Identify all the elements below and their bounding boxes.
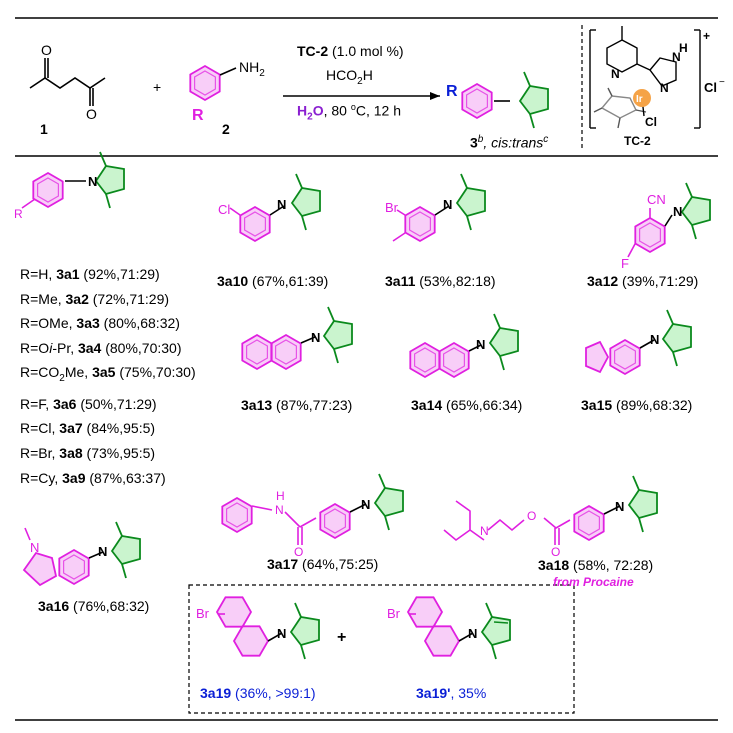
atom-Ir: Ir [636,94,643,105]
list-item: R=CO2Me, 3a5 (75%,70:30) [20,364,196,385]
list-item: R=Cl, 3a7 (84%,95:5) [20,420,156,437]
compound-3a18-label: 3a18 (58%, 72:28) [538,557,654,573]
compound-3a12-label: 3a12 (39%,71:29) [587,273,699,289]
atom-CN: CN [647,192,666,207]
product-pyrrolidine [519,71,549,129]
atom-N: N [277,197,286,212]
compound-3a13-label: 3a13 (87%,77:23) [241,397,353,413]
atom-N: N [88,174,97,189]
compound-3a15-label: 3a15 (89%,68:32) [581,397,693,413]
atom-N: N [277,626,286,641]
atom-O: O [294,545,303,559]
product-R: R [446,83,458,100]
atom-O: O [41,42,52,58]
atom-N: N [468,626,477,641]
amine-group: NH2 [239,59,265,79]
atom-Br: Br [385,200,399,215]
compound-3a18-note: from Procaine [553,575,634,589]
atom-Br: Br [196,606,210,621]
atom-N: N [615,499,624,514]
iridium-center [633,89,651,107]
atom-Br: Br [387,606,401,621]
atom-N: N [443,197,452,212]
compound-3a11-label: 3a11 (53%,82:18) [385,273,496,289]
series-list: R=H, 3a1 (92%,71:29) R=Me, 3a2 (72%,71:2… [20,262,196,490]
plus-sign: + [337,629,346,646]
list-item: R=F, 3a6 (50%,71:29) [20,395,157,412]
compound-3a14-label: 3a14 (65%,66:34) [411,397,523,413]
list-item: R=Oi-Pr, 3a4 (80%,70:30) [20,339,182,356]
atom-O: O [527,509,536,523]
charge-plus: + [703,29,710,43]
atom-N: N [672,50,681,64]
atom-N: N [660,81,669,95]
3a1-pyrrolidine [95,151,125,209]
atom-N: N [650,332,659,347]
atom-Cl: Cl [218,202,230,217]
reactant-2-label: 2 [222,121,230,137]
atom-N: N [98,544,107,559]
list-item: R=OMe, 3a3 (80%,68:32) [20,315,180,332]
catalyst-structure [589,26,701,129]
condition-catalyst: TC-2 (1.0 mol %) [297,43,404,59]
reactant-1-structure [29,58,106,106]
atom-O: O [86,106,97,122]
counterion-charge: − [719,77,725,88]
list-item: R=Me, 3a2 (72%,71:29) [20,290,170,307]
atom-O: O [551,545,560,559]
atom-N: N [361,497,370,512]
product-ring [461,83,493,119]
counterion: Cl [704,80,717,95]
atom-N: N [311,330,320,345]
compound-3a16-label: 3a16 (76%,68:32) [38,598,150,614]
compound-3a19p-label: 3a19', 35% [416,685,487,701]
list-item: R=Cy, 3a9 (87%,63:37) [20,469,166,486]
atom-N: N [673,204,682,219]
substituent-R: R [14,207,23,221]
condition-acid: HCO2H [326,67,373,87]
list-item: R=H, 3a1 (92%,71:29) [20,266,160,282]
atom-H: H [679,41,688,55]
product-label: 3b, cis:transc [470,134,549,151]
reactant-2-ring [189,65,221,101]
plus-sign: + [153,79,162,95]
atom-N: N [611,67,620,81]
catalyst-label: TC-2 [624,134,651,148]
atom-Cl: Cl [645,115,657,129]
compound-3a17-label: 3a17 (64%,75:25) [267,556,379,572]
3a1-ring [32,172,64,208]
compound-3a19-label: 3a19 (36%, >99:1) [200,685,316,701]
3a19-box [188,584,575,714]
reactant-1-label: 1 [40,121,48,137]
atom-N: N [30,540,39,555]
atom-H: H [276,489,285,503]
condition-solvent: H2O, 80 oC, 12 h [297,102,401,123]
list-item: R=Br, 3a8 (73%,95:5) [20,444,156,461]
atom-N: N [275,503,284,517]
atom-F: F [621,256,629,271]
reactant-2-R: R [192,107,204,124]
atom-N: N [480,524,489,538]
compound-3a10-label: 3a10 (67%,61:39) [217,273,329,289]
atom-N: N [476,337,485,352]
